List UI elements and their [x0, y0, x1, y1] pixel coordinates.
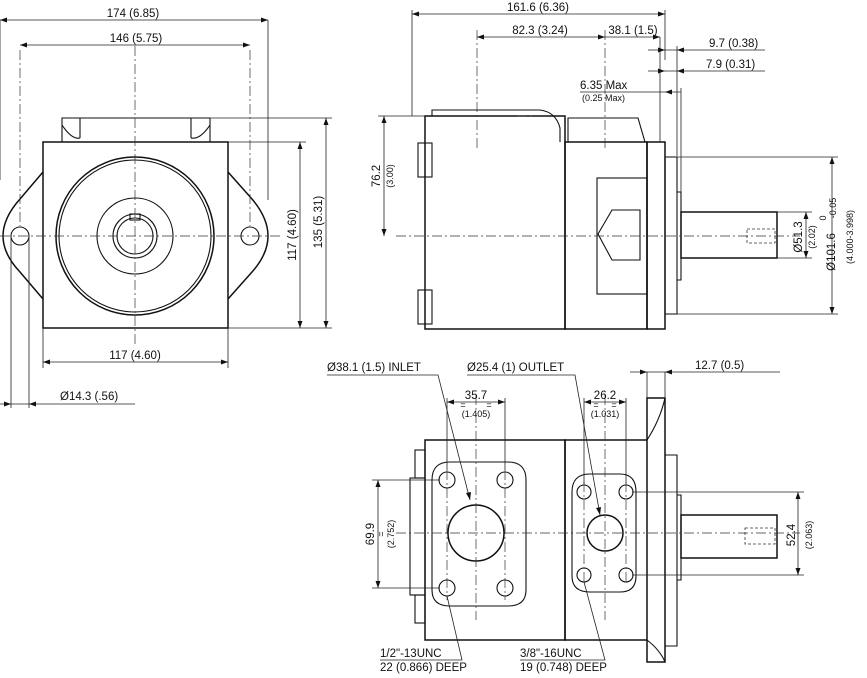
dim-outlet-bolt-spacing: 52.4	[786, 523, 798, 546]
dim-shaft-dia-inch: (2.02)	[807, 225, 817, 249]
dim-length-b: 38.1 (1.5)	[608, 25, 657, 37]
label-inlet: Ø38.1 (1.5) INLET	[327, 362, 421, 374]
dim-mount-hole: Ø14.3 (.56)	[60, 391, 118, 403]
dim-pilot-max-inch: (0.25 Max)	[582, 93, 625, 103]
bottom-view: Ø38.1 (1.5) INLET Ø25.4 (1) OUTLET 35.7 …	[327, 360, 814, 674]
dim-flange-thickness: 12.7 (0.5)	[695, 360, 744, 372]
front-view: 174 (6.85) 146 (5.75) 117 (4.60) 135 (5.…	[0, 8, 332, 408]
dim-bolt-spacing: 146 (5.75)	[110, 33, 163, 45]
mark-equal-inlet-right: =	[486, 400, 491, 410]
dim-shaft-dia: Ø51.3	[793, 221, 805, 252]
mark-equal-outlet-right: =	[611, 400, 616, 410]
dim-body-height: 117 (4.60)	[287, 209, 299, 261]
dim-inlet-bolt-spacing: 69.9	[365, 523, 377, 545]
note-outlet-thread: 3/8"-16UNC	[520, 648, 582, 660]
dim-body-width: 117 (4.60)	[109, 350, 161, 362]
dim-flange-b: 7.9 (0.31)	[706, 59, 755, 71]
mark-equal-inlet-left: =	[460, 400, 465, 410]
dim-inlet-spacing-inch: (1.405)	[462, 409, 491, 419]
dim-pilot-tol-upper: 0	[818, 215, 828, 220]
dim-inlet-bolt-spacing-inch: (2.752)	[386, 520, 396, 549]
dim-overall-length: 161.6 (6.36)	[507, 2, 569, 14]
mark-equal-inlet-v: =	[376, 531, 386, 536]
dim-overall-width: 174 (6.85)	[107, 8, 160, 20]
dim-center-height: 76.2	[371, 165, 383, 187]
side-view: 161.6 (6.36) 82.3 (3.24) 38.1 (1.5) 9.7 …	[371, 2, 855, 330]
dim-flange-a: 9.7 (0.38)	[709, 38, 758, 50]
dim-inlet-spacing: 35.7	[465, 390, 487, 402]
note-inlet-thread-depth: 22 (0.866) DEEP	[380, 662, 467, 674]
label-outlet: Ø25.4 (1) OUTLET	[467, 362, 564, 374]
dim-pilot-max: 6.35 Max	[580, 80, 628, 92]
dim-outlet-bolt-spacing-inch: (2.063)	[804, 521, 814, 550]
note-outlet-thread-depth: 19 (0.748) DEEP	[520, 662, 607, 674]
dim-overall-height: 135 (5.31)	[313, 196, 325, 249]
dim-outlet-spacing: 26.2	[594, 390, 616, 402]
mark-equal-outlet-left: =	[593, 400, 598, 410]
dim-pilot-dia: Ø101.6	[826, 233, 838, 271]
note-inlet-thread: 1/2"-13UNC	[380, 648, 442, 660]
dim-center-height-inch: (3.00)	[385, 164, 395, 188]
dim-outlet-spacing-inch: (1.031)	[591, 409, 620, 419]
dim-pilot-tol-lower: -0.05	[828, 198, 838, 219]
dim-pilot-dia-inch: (4.000-3.998)	[845, 210, 855, 264]
dim-length-a: 82.3 (3.24)	[512, 25, 568, 37]
